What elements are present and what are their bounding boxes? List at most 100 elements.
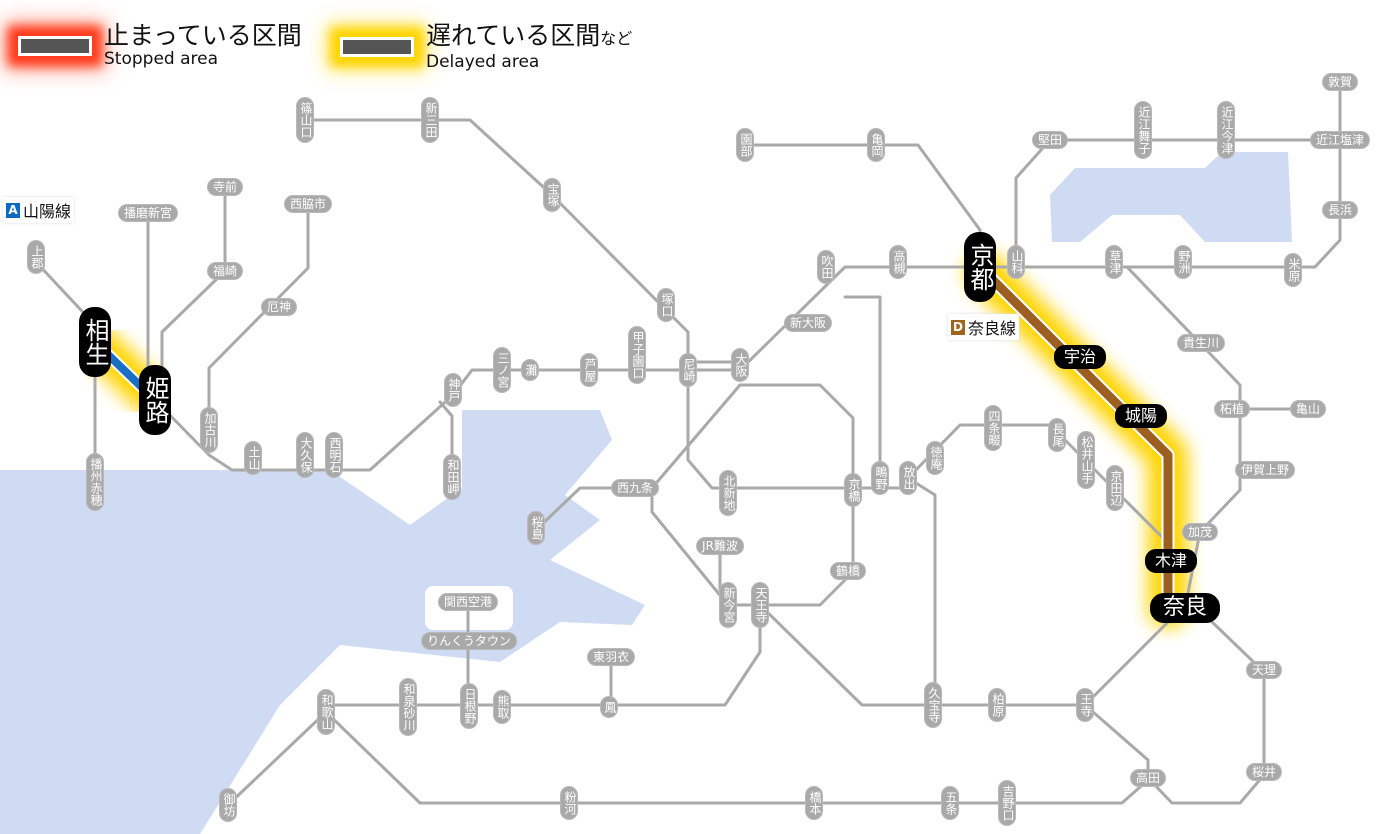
station-label[interactable]: 天理 xyxy=(1245,661,1283,679)
station-label[interactable]: 西九条 xyxy=(610,479,660,497)
lake-biwa xyxy=(1050,152,1292,242)
station-label[interactable]: 園部 xyxy=(736,128,754,162)
station-label[interactable]: 大久保 xyxy=(296,432,314,478)
track-segment xyxy=(650,383,855,607)
station-label[interactable]: 加古川 xyxy=(200,407,218,453)
station-affected[interactable]: 奈良 xyxy=(1149,593,1221,623)
line-label-nara[interactable]: D 奈良線 xyxy=(948,314,1020,340)
station-label[interactable]: 福崎 xyxy=(206,262,244,280)
station-label[interactable]: 神戸 xyxy=(444,373,462,407)
station-label[interactable]: 天王寺 xyxy=(751,582,769,628)
legend-delayed: 遅れている区間など Delayed area xyxy=(322,22,632,72)
line-badge-a: A xyxy=(6,202,20,218)
station-label[interactable]: 近江今津 xyxy=(1217,101,1235,159)
station-label[interactable]: 徳庵 xyxy=(926,441,944,475)
station-label[interactable]: 吉野口 xyxy=(998,780,1016,826)
stopped-swatch xyxy=(18,35,92,56)
station-label[interactable]: 桜井 xyxy=(1245,763,1283,781)
track-segment xyxy=(1014,138,1342,264)
track-segment xyxy=(906,423,1167,542)
station-label[interactable]: 三ノ宮 xyxy=(493,347,511,393)
station-affected[interactable]: 相生 xyxy=(79,307,111,377)
station-label[interactable]: 近江舞子 xyxy=(1134,101,1152,159)
track-segment xyxy=(324,703,1150,805)
station-label[interactable]: 高田 xyxy=(1129,769,1167,787)
station-label[interactable]: 和歌山 xyxy=(317,689,335,735)
station-label[interactable]: 近江塩津 xyxy=(1309,131,1371,149)
station-label[interactable]: 京田辺 xyxy=(1106,465,1124,511)
station-label[interactable]: 野洲 xyxy=(1174,245,1192,279)
station-label[interactable]: 御坊 xyxy=(219,788,237,822)
station-label[interactable]: 播州赤穂 xyxy=(86,453,104,511)
station-affected[interactable]: 木津 xyxy=(1144,549,1198,573)
station-label[interactable]: 亀山 xyxy=(1289,400,1327,418)
station-label[interactable]: 尼崎 xyxy=(679,353,697,387)
station-label[interactable]: 鶴橋 xyxy=(829,562,867,580)
station-label[interactable]: 四条畷 xyxy=(984,405,1002,451)
station-affected[interactable]: 姫路 xyxy=(139,365,171,435)
station-label[interactable]: 灘 xyxy=(521,359,539,381)
station-label[interactable]: 柘植 xyxy=(1213,400,1251,418)
station-label[interactable]: 芦屋 xyxy=(580,353,598,387)
station-label[interactable]: 亀岡 xyxy=(867,128,885,162)
station-label[interactable]: 敦賀 xyxy=(1321,73,1359,91)
station-label[interactable]: 関西空港 xyxy=(437,593,499,611)
station-label[interactable]: 吹田 xyxy=(817,250,835,284)
station-label[interactable]: 山科 xyxy=(1007,245,1025,279)
station-label[interactable]: 王寺 xyxy=(1076,688,1094,722)
station-label[interactable]: 塚口 xyxy=(657,288,675,322)
station-label[interactable]: 新三田 xyxy=(421,97,439,143)
station-label[interactable]: 播磨新宮 xyxy=(117,204,179,222)
station-label[interactable]: 粉河 xyxy=(560,786,578,820)
station-label[interactable]: 新今宮 xyxy=(719,582,737,628)
station-label[interactable]: 長浜 xyxy=(1321,201,1359,219)
station-label[interactable]: 鳳 xyxy=(600,696,618,718)
station-label[interactable]: 鴫野 xyxy=(871,461,889,495)
station-affected[interactable]: 宇治 xyxy=(1053,345,1107,369)
station-label[interactable]: 新大阪 xyxy=(783,314,833,332)
station-label[interactable]: 橋本 xyxy=(805,786,823,820)
station-label[interactable]: 西明石 xyxy=(325,432,343,478)
station-label[interactable]: 高槻 xyxy=(889,245,907,279)
station-label[interactable]: 加茂 xyxy=(1181,523,1219,541)
line-name-sanyo: 山陽線 xyxy=(23,202,72,221)
station-label[interactable]: 堅田 xyxy=(1031,131,1069,149)
track-segment xyxy=(843,295,882,480)
station-label[interactable]: 甲子園口 xyxy=(628,326,646,384)
station-label[interactable]: 柏原 xyxy=(988,688,1006,722)
line-name-nara: 奈良線 xyxy=(968,319,1017,338)
station-label[interactable]: 米原 xyxy=(1284,253,1302,287)
station-label[interactable]: 久宝寺 xyxy=(924,682,942,728)
station-label[interactable]: 日根野 xyxy=(460,683,478,729)
station-label[interactable]: 厄神 xyxy=(260,298,298,316)
track-segment xyxy=(686,368,910,490)
station-label[interactable]: 北新地 xyxy=(719,470,737,516)
station-affected[interactable]: 城陽 xyxy=(1114,404,1168,428)
track-segment xyxy=(906,476,937,707)
station-label[interactable]: 和田岬 xyxy=(443,454,461,500)
station-label[interactable]: 寺前 xyxy=(206,178,244,196)
station-label[interactable]: 五条 xyxy=(941,786,959,820)
station-label[interactable]: 宝塚 xyxy=(543,178,561,212)
station-label[interactable]: 桜島 xyxy=(527,511,545,545)
station-label[interactable]: 東羽衣 xyxy=(586,648,636,666)
station-label[interactable]: 熊取 xyxy=(493,690,511,724)
station-label[interactable]: 大阪 xyxy=(731,348,749,382)
station-label[interactable]: 上郡 xyxy=(27,240,45,274)
station-label[interactable]: 放出 xyxy=(899,461,917,495)
station-label[interactable]: JR難波 xyxy=(696,537,744,555)
station-label[interactable]: 伊賀上野 xyxy=(1234,461,1296,479)
station-label[interactable]: 篠山口 xyxy=(296,97,314,143)
station-label[interactable]: 長尾 xyxy=(1048,418,1066,452)
station-label[interactable]: 和泉砂川 xyxy=(399,678,417,736)
station-label[interactable]: 土山 xyxy=(244,441,262,475)
station-label[interactable]: 西脇市 xyxy=(283,195,333,213)
station-label[interactable]: 松井山手 xyxy=(1077,431,1095,489)
line-label-sanyo[interactable]: A 山陽線 xyxy=(3,197,75,223)
station-label[interactable]: りんくうタウン xyxy=(421,632,517,650)
station-label[interactable]: 草津 xyxy=(1105,245,1123,279)
track-segment xyxy=(1183,407,1310,610)
station-affected[interactable]: 京都 xyxy=(964,232,996,302)
station-label[interactable]: 京橋 xyxy=(844,473,862,507)
station-label[interactable]: 貴生川 xyxy=(1176,334,1226,352)
